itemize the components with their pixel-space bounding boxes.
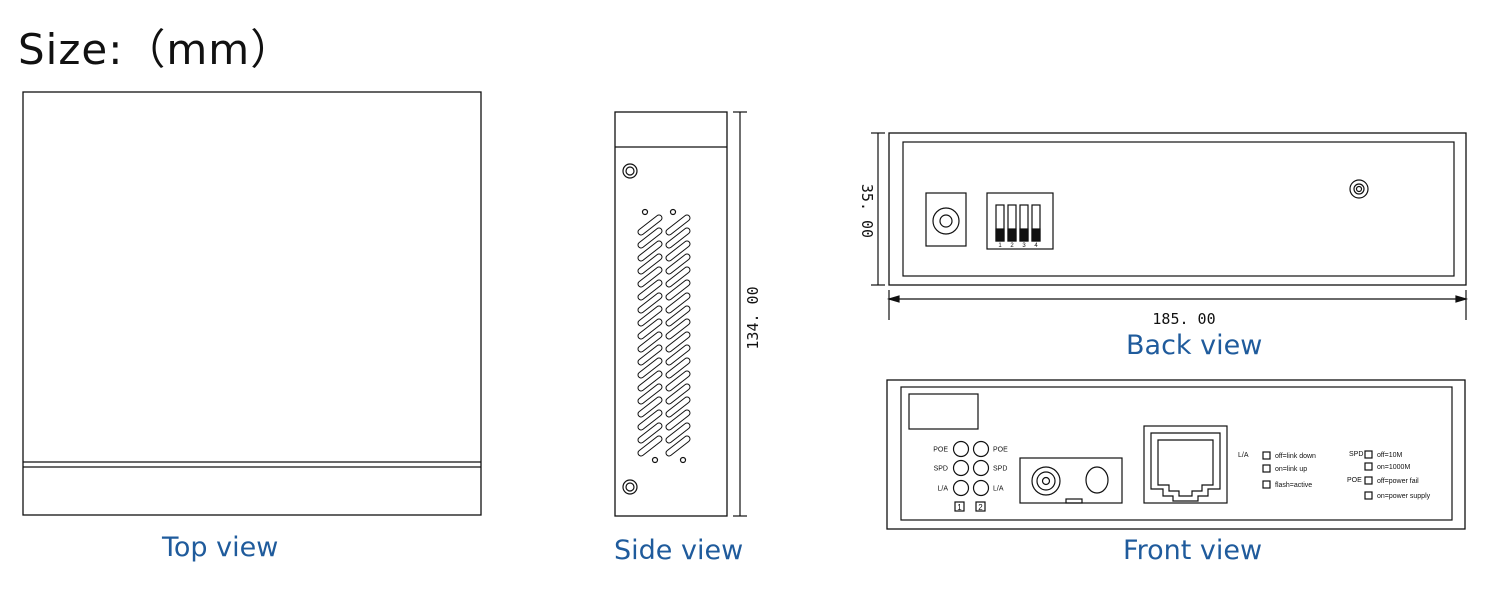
power-jack [925,192,967,247]
led-indicators [952,440,990,497]
led-label: SPD [934,466,948,473]
power-jack-socket-icon [932,207,960,235]
led-indicator [952,440,970,458]
front-view-caption: Front view [1123,535,1263,566]
top-view-caption: Top view [162,532,279,563]
led-legend [1262,450,1373,500]
legend-box [1364,450,1373,459]
legend-group-label: L/A [1238,452,1249,459]
screw-icon [622,163,638,179]
legend-text: on=power supply [1377,493,1431,500]
legend-group-label: POE [1347,477,1362,484]
side-view-caption: Side view [614,535,744,566]
dip-switch-toggles: 1 2 3 4 [995,204,1041,249]
top-view-outline [22,91,482,516]
led-label: L/A [937,486,948,493]
legend-box [1262,480,1271,489]
fiber-connector [1019,457,1123,504]
vent-hole [679,456,687,464]
port-number-label: 1 [957,503,962,512]
led-label: SPD [993,466,1007,473]
back-view: 1 2 3 4 35. 00 185. 00 [858,132,1469,328]
side-view: 134. 00 [614,111,762,517]
back-view-inner [902,141,1455,277]
legend-group-label: SPD [1349,451,1363,458]
dip-switch [986,192,1054,250]
legend-text: on=1000M [1377,464,1410,471]
vent-hole [669,208,677,216]
label-plate [908,393,979,430]
side-view-outline [614,111,728,517]
top-view [22,91,482,516]
port-number-label: 2 [978,503,983,512]
vent-hole [651,456,659,464]
legend-box [1364,462,1373,471]
front-view-outer [886,379,1466,530]
ventilation-slots [637,208,691,464]
dip-number: 4 [1034,243,1038,249]
back-view-caption: Back view [1126,330,1263,361]
fiber-port-icon [1031,466,1061,496]
depth-dimension-label: 134. 00 [744,286,762,349]
port-number-box [975,501,986,512]
front-view-inner [900,386,1453,521]
dip-number: 3 [1022,243,1026,249]
vent-hole [641,208,649,216]
legend-text: flash=active [1275,482,1312,489]
led-label: POE [933,447,948,454]
screw-icon [622,479,638,495]
legend-text: off=power fail [1377,478,1419,485]
dip-number: 2 [1010,243,1014,249]
led-indicator [952,479,970,497]
page-title: Size:（mm） [18,25,294,74]
front-view: POE POE SPD SPD L/A L/A 1 2 L/A off=link down o… [886,379,1466,530]
led-label: L/A [993,486,1004,493]
rj45-socket-icon [1150,432,1221,502]
led-label: POE [993,447,1008,454]
legend-box [1262,464,1271,473]
legend-box [1364,476,1373,485]
back-view-outer [888,132,1467,286]
ground-screw-icon [1349,179,1369,199]
led-indicator [972,479,990,497]
rj45-port [1143,425,1228,504]
fiber-port-icon [1085,466,1109,494]
led-indicator [972,440,990,458]
led-indicator [972,459,990,477]
dip-number: 1 [998,243,1002,249]
legend-box [1262,451,1271,460]
legend-box [1364,491,1373,500]
legend-text: on=link up [1275,466,1307,473]
led-indicator [952,459,970,477]
port-number-box [954,501,965,512]
led-labels: POE POE SPD SPD L/A L/A [933,447,1008,493]
height-dimension-label: 35. 00 [858,184,876,238]
legend-text: off=10M [1377,452,1403,459]
width-dimension-label: 185. 00 [1152,310,1215,328]
legend-text: off=link down [1275,453,1316,460]
